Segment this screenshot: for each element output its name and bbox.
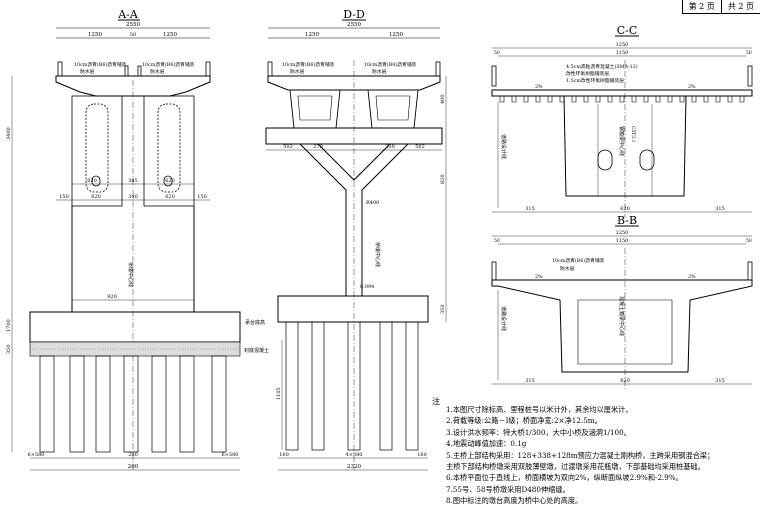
cc-dim-620: 620 <box>620 206 630 212</box>
dd-dim-total-width: 2550 <box>347 22 361 28</box>
section-bb-title: B-B <box>617 214 637 227</box>
dd-dim-502-left: 502 <box>283 144 293 150</box>
note-item: 5.主桥上部结构采用：128+338+128m预应力混凝土刚构桥，主跨采用钢混合… <box>446 450 715 460</box>
note-item: 2.荷载等级:公路－Ⅰ级；桥面净宽:2×净12.5m。 <box>446 416 602 426</box>
aa-dim-height-350: 1700 <box>6 319 12 332</box>
bb-dim-315-right: 315 <box>715 378 725 384</box>
dd-dim-half-right: 1250 <box>389 32 403 38</box>
dd-dim-half-left: 1250 <box>305 32 319 38</box>
dd-dim-radius: R400 <box>366 200 379 206</box>
section-aa: A-A 2550 1250 1250 50 10cm沥青(B6)沥青铺装 防水层… <box>6 8 269 471</box>
aa-dim-200-left: 6×580 <box>28 452 45 458</box>
note-item: 7.55号、58号桥墩采用D480伸缩缝。 <box>446 484 570 494</box>
cc-dim-315-right: 315 <box>715 206 725 212</box>
aa-dim-piles: 200 <box>128 452 138 458</box>
aa-dim-total-width: 2550 <box>126 22 140 28</box>
aa-dim-340: 340 <box>128 194 138 200</box>
cc-dim-1250: 1250 <box>616 42 629 48</box>
bb-dim-1250: 1250 <box>616 230 629 236</box>
bb-dim-50-left: 50 <box>494 238 500 244</box>
note-item: 6.本桥平面位于直线上，桥面横坡为双向2%，纵断面纵坡2.9%和-2.9%。 <box>446 473 683 483</box>
note-item: 1.本图尺寸除标高、里程桩号以米计外，其余均以厘米计。 <box>446 405 633 414</box>
cc-dim-1150: 1150 <box>616 50 629 56</box>
bb-label-paving: 10cm沥青(B6)沥青铺装 <box>552 257 605 264</box>
aa-label-paving-right: 10cm沥青(B6)沥青铺装 <box>142 61 195 68</box>
aa-dim-gap: 50 <box>130 32 136 38</box>
dd-label-waterproof-left: 防水层 <box>290 68 305 75</box>
section-cc: C-C 1250 1150 50 50 4.5cm高粘沥青混凝土(SMA-13)… <box>491 24 753 218</box>
dd-label-cap-bottom: 承台底高 <box>245 319 265 326</box>
page-current: 第 2 页 <box>688 2 715 11</box>
cc-label-epoxy-thin: 1.5cm改性环氧树脂铺装层 <box>566 77 624 84</box>
bb-dim-50-right: 50 <box>746 238 752 244</box>
cc-dim-50-left: 50 <box>494 50 500 56</box>
aa-label-pier-centerline: 桥墩中心线 <box>127 262 134 287</box>
notes-heading: 注 <box>432 397 440 406</box>
aa-dim-150-left: 150 <box>59 194 69 200</box>
note-item: 主桥下部结构桥墩采用双肢薄壁墩，过渡墩采用花瓶墩，下部基础均采用桩基础。 <box>446 462 705 472</box>
page-number-box: 第 2 页 共 2 页 <box>681 0 760 14</box>
section-bb: B-B 1250 1150 50 50 10cm沥青(B6)沥青铺装 防水层 2… <box>491 214 753 390</box>
note-item: 8.图中标注的墩台高度为桥中心处的高度。 <box>446 496 583 506</box>
aa-dim-height-200: 350 <box>6 344 12 354</box>
dd-dim-400: 350 <box>440 304 446 314</box>
aa-dim-web-right: 620 <box>165 178 175 184</box>
aa-dim-620-left: 620 <box>91 194 101 200</box>
design-notes: 注 1.本图尺寸除标高、里程桩号以米计外，其余均以厘米计。 2.荷载等级:公路－… <box>432 397 758 507</box>
aa-dim-half-left: 1250 <box>88 32 102 38</box>
dd-dim-230: 230 <box>385 144 395 150</box>
dd-dim-3090: 1105 <box>276 387 282 400</box>
aa-dim-200-right: 6×580 <box>222 452 239 458</box>
cc-dim-315-left: 315 <box>525 206 535 212</box>
bb-label-concrete-centerline: 混凝土箱梁中心线 <box>618 296 625 336</box>
aa-dim-620-right: 620 <box>165 194 175 200</box>
cc-label-sma: 4.5cm高粘沥青混凝土(SMA-13) <box>566 63 638 70</box>
dd-dim-1105: 400 <box>440 94 446 104</box>
dd-dim-piles: 4×580 <box>346 452 363 458</box>
cc-dim-50-right: 50 <box>746 50 752 56</box>
aa-dim-half-right: 1250 <box>163 32 177 38</box>
cc-slope-right: 2% <box>688 84 696 90</box>
aa-dim-web-left: 620 <box>87 178 97 184</box>
aa-dim-height-1700: 3400 <box>6 127 12 140</box>
cc-label-epoxy: 改性环氧树脂铺装层 <box>566 70 609 77</box>
bb-slope-left: 2% <box>535 274 543 280</box>
aa-label-waterproof-left: 防水层 <box>80 68 95 75</box>
section-dd: D-D 2550 1250 1250 10cm沥青(B6)沥青铺装 防水层 10… <box>245 8 447 471</box>
section-aa-title: A-A <box>117 8 139 21</box>
bb-dim-620: 620 <box>620 378 630 384</box>
note-item: 4.地震动峰值加速：0.1g <box>446 439 527 449</box>
cc-label-steel-centerline: 钢箱梁中心线 <box>618 126 625 156</box>
bb-dim-315-left: 315 <box>525 378 535 384</box>
section-dd-title: D-D <box>343 8 365 21</box>
dd-dim-502-right: 502 <box>415 144 425 150</box>
dd-dim-160-right: 160 <box>417 452 427 458</box>
aa-label-paving-left: 10cm沥青(B6)沥青铺装 <box>74 61 127 68</box>
aa-dim-920: 920 <box>107 294 117 300</box>
dd-label-pier-centerline: 桥墩中心线 <box>374 242 381 267</box>
aa-label-seal-concrete: 封底混凝土 <box>244 347 269 354</box>
section-cc-title: C-C <box>617 24 638 37</box>
dd-dim-elev: 8.094 <box>360 284 374 290</box>
dd-dim-270: 270 <box>313 144 323 150</box>
dd-label-paving-right: 10cm沥青(B6)沥青铺装 <box>364 61 417 68</box>
cc-slope-left: 2% <box>535 84 543 90</box>
bb-dim-1150: 1150 <box>616 238 629 244</box>
dd-dim-2320: 2320 <box>347 464 361 470</box>
dd-label-paving-left: 10cm沥青(B6)沥青铺装 <box>282 61 335 68</box>
cc-label-road-design: 道路设计线 <box>500 134 507 159</box>
aa-dim-3400: 200 <box>128 464 139 470</box>
aa-label-waterproof-right: 防水层 <box>150 68 165 75</box>
page-total: 共 2 页 <box>720 0 760 13</box>
bb-slope-right: 2% <box>688 274 696 280</box>
dd-dim-160-left: 160 <box>279 452 289 458</box>
cc-label-c5t: C5T3.1 <box>630 126 636 143</box>
note-item: 3.设计洪水频率：特大桥1/300，大中小桥及涵洞1/100。 <box>446 427 631 437</box>
dd-label-waterproof-right: 防水层 <box>372 68 387 75</box>
aa-dim-150-right: 150 <box>197 194 207 200</box>
bb-label-waterproof: 防水层 <box>560 265 575 272</box>
bb-label-road-design: 道路设计线 <box>500 306 507 331</box>
dd-dim-820: 820 <box>440 174 446 184</box>
